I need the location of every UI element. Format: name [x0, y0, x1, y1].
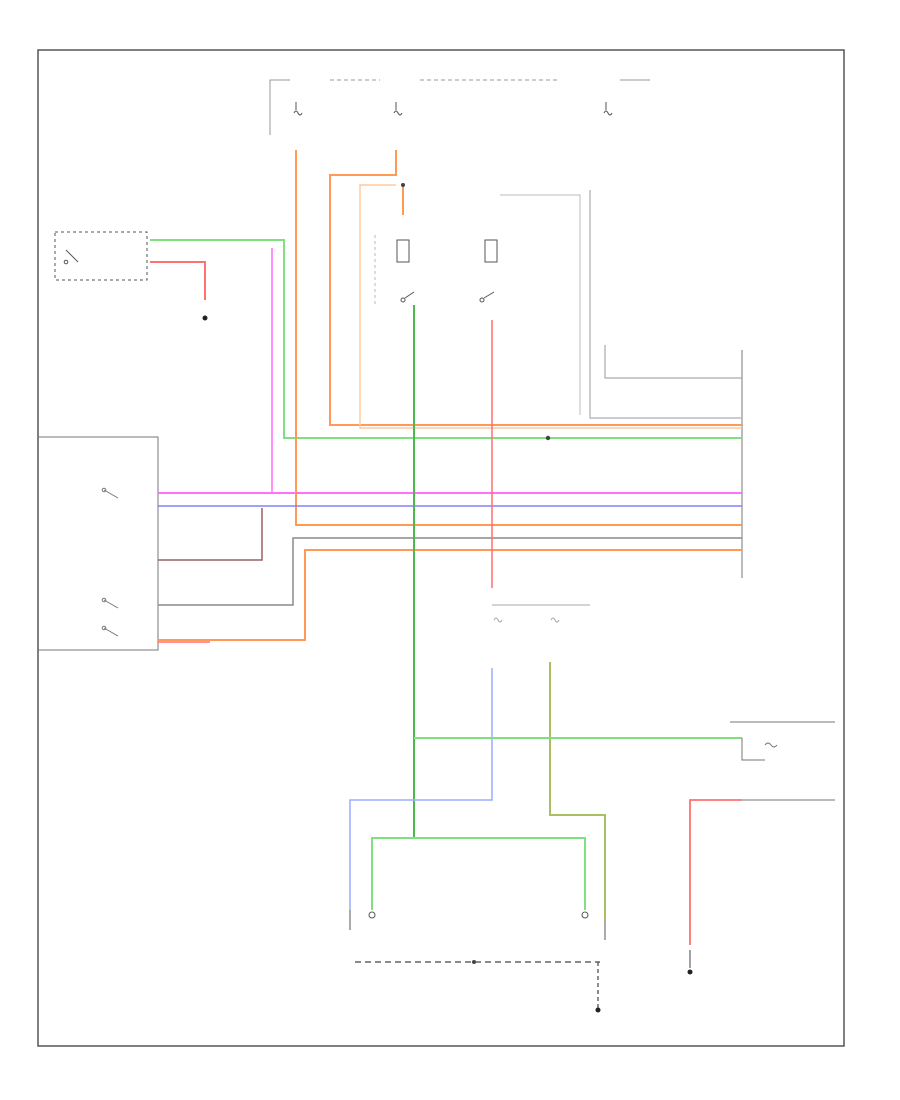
wire-pink-right — [689, 799, 742, 945]
splice-point-3 — [401, 183, 405, 187]
fuse-box-top — [269, 79, 650, 135]
relay-box — [374, 194, 581, 415]
left-headlamp — [349, 910, 376, 930]
fuse-group-top — [293, 102, 613, 116]
right-headlamp — [581, 911, 606, 940]
wire-gray-module-top — [604, 345, 742, 379]
wire-orange-fuse2 — [329, 150, 742, 426]
wire-gray-right — [589, 190, 742, 419]
ground-symbol-door — [202, 315, 208, 321]
wire-green-top — [150, 239, 742, 439]
door-switch-box — [54, 231, 148, 281]
headlamp-switch-box — [38, 436, 159, 651]
wire-light-orange — [359, 184, 742, 429]
right-relay — [730, 721, 835, 801]
splice-point-2 — [472, 960, 476, 964]
wire-gray-lower — [158, 537, 742, 606]
wire-brown — [158, 508, 263, 561]
wire-blue-lower — [349, 668, 493, 910]
ground-symbol-lamps — [595, 1007, 601, 1013]
wire-pink-door — [150, 261, 206, 300]
fuse-block-lower — [492, 604, 590, 623]
splice-point — [545, 435, 551, 441]
diagram-border — [37, 49, 845, 1047]
wire-orange-lower — [158, 549, 742, 641]
ground-symbol-right — [687, 969, 693, 975]
relay-switches — [396, 239, 498, 303]
wire-red-fuse1 — [295, 150, 742, 526]
wire-green-lamps — [371, 837, 586, 910]
wire-yellow-green — [549, 662, 606, 920]
